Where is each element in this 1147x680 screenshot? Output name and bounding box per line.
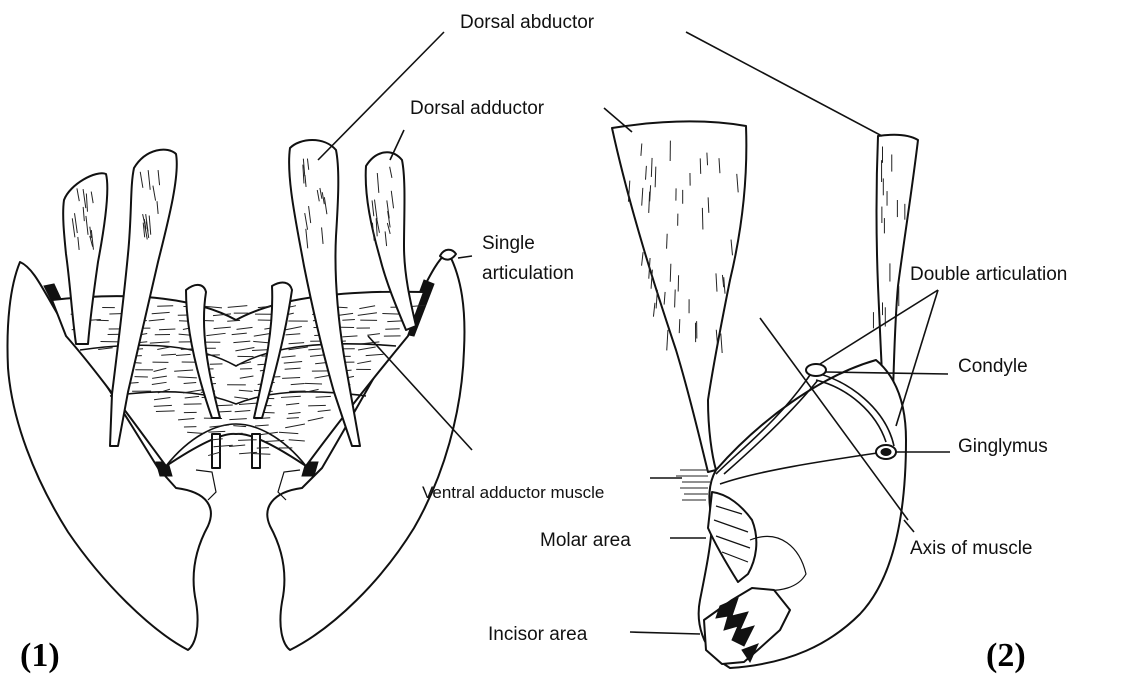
label-incisor-area: Incisor area (488, 624, 588, 645)
label-ginglymus: Ginglymus (958, 436, 1048, 457)
label-double-articulation: Double articulation (910, 264, 1067, 285)
ventral-adductor-striations (676, 470, 710, 500)
label-axis-of-muscle: Axis of muscle (910, 538, 1032, 559)
tendon-fibers (72, 159, 393, 250)
large-dorsal-adductor-fan (612, 122, 746, 472)
figure-2-mandible-lateral (612, 122, 918, 668)
panel-label-2: (2) (986, 637, 1026, 674)
panel-label-1: (1) (20, 637, 60, 674)
label-dorsal-adductor: Dorsal adductor (410, 98, 545, 119)
label-molar-area: Molar area (540, 530, 631, 551)
figure-1-mandibles-frontal (8, 140, 465, 650)
label-condyle: Condyle (958, 356, 1028, 377)
label-single-articulation-1: Single (482, 233, 535, 254)
label-dorsal-abductor: Dorsal abductor (460, 12, 595, 33)
condyle (806, 364, 826, 376)
label-single-articulation-2: articulation (482, 263, 574, 284)
label-ventral-adductor-muscle: Ventral adductor muscle (422, 483, 604, 502)
